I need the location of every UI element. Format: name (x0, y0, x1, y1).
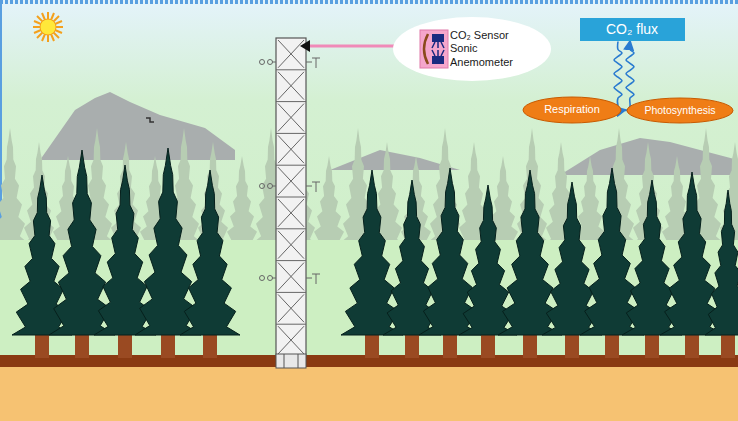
co2-flux-arrow (622, 42, 634, 111)
conifer-tree (180, 170, 240, 335)
callout-bubble: CO₂ Sensor Sonic Anemometer (392, 16, 552, 82)
conifer-tree (705, 190, 738, 335)
sensor-pointer (300, 40, 310, 52)
node-label: Respiration (522, 103, 622, 116)
co2-flux-arrow (614, 42, 625, 111)
node-label: CO₂ flux (580, 21, 685, 38)
flux-box: CO₂ flux (580, 18, 685, 41)
bird (146, 118, 154, 122)
flux-tower (276, 38, 306, 368)
node-label: Photosynthesis (626, 104, 734, 117)
sky (0, 0, 738, 360)
tower-sensors (260, 58, 321, 284)
node-label: CO₂ Sensor Sonic Anemometer (450, 29, 524, 69)
forest (12, 148, 738, 358)
co2-sensor-device (420, 30, 448, 68)
process-ellipse: Photosynthesis (626, 97, 734, 124)
sun (33, 12, 63, 42)
soil (0, 366, 738, 421)
process-ellipse: Respiration (522, 96, 622, 124)
top-border (0, 0, 738, 4)
